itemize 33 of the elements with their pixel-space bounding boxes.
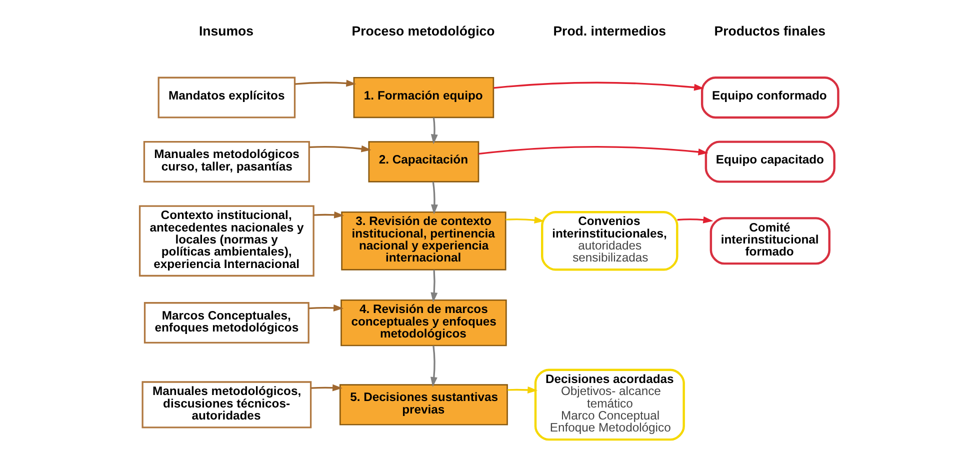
- node-box: 1. Formación equipo: [352, 76, 494, 118]
- node-box: Contexto institucional, antecedentes nacionales y locales (normas y políticas ambientales), experiencia Internacional: [138, 204, 314, 276]
- node-box: Comité interinstitucional formado: [709, 216, 830, 264]
- node-box: 5. Decisiones sustantivas previas: [338, 384, 508, 425]
- arrow: [507, 386, 538, 393]
- arrow: [430, 181, 438, 214]
- arrow: [493, 81, 704, 90]
- node-box: Equipo capacitado: [704, 140, 835, 182]
- node-box: Convenios interinstitucionales, autoridades sensibilizadas: [540, 210, 678, 270]
- node-box: Manuales metodológicos curso, taller, pasantías: [142, 140, 310, 182]
- node-box: Mandatos explícitos: [157, 76, 296, 118]
- label: Productos finales: [714, 23, 826, 38]
- node-box: 4. Revisión de marcos conceptuales y enfoques metodológicos: [340, 298, 506, 346]
- node-box: Manuales metodológicos, discusiones técnicos- autoridades: [141, 380, 312, 428]
- arrow: [676, 216, 713, 223]
- arrow: [308, 144, 371, 152]
- arrow: [478, 146, 708, 155]
- arrow: [310, 384, 342, 391]
- label: Proceso metodológico: [351, 23, 494, 38]
- label: Insumos: [198, 23, 254, 38]
- node-box: Equipo conformado: [700, 76, 839, 118]
- arrow: [308, 304, 344, 311]
- arrow: [430, 345, 437, 387]
- node-box: 2. Capacitación: [368, 140, 479, 182]
- arrow: [294, 79, 356, 86]
- arrow: [430, 269, 438, 302]
- arrow: [313, 210, 344, 218]
- node-box: 3. Revisión de contexto institucional, pertinencia nacional y experiencia internacional: [340, 210, 506, 270]
- arrow: [430, 117, 438, 144]
- arrow: [505, 216, 544, 224]
- node-box: Marcos Conceptuales, enfoques metodológicos: [143, 302, 309, 344]
- node-box: Decisiones acordadas Objetivos- alcance temático Marco Conceptual Enfoque Metodológico: [534, 368, 684, 440]
- label: Prod. intermedios: [552, 23, 666, 38]
